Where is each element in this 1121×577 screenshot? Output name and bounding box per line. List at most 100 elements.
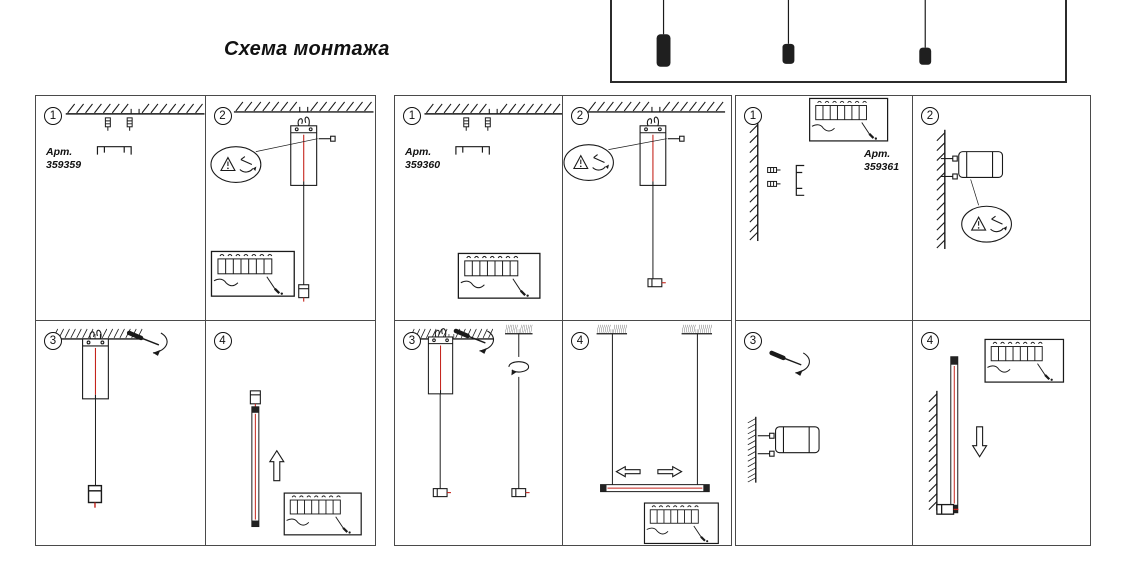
- tube-lamp: [950, 355, 959, 513]
- step-cell: 4: [563, 321, 731, 546]
- step-number-badge: 1: [44, 107, 62, 125]
- step-number-badge: 2: [213, 107, 232, 125]
- article-number-value: 359359: [46, 159, 82, 171]
- mounting-bracket: [96, 146, 132, 156]
- page-title: Схема монтажа: [224, 38, 390, 60]
- lamp-body: [775, 425, 820, 453]
- wall-hatch: [928, 389, 938, 511]
- cable-connector: [647, 278, 667, 288]
- rotate-arrow-icon: [508, 360, 530, 376]
- pendant-lamps-preview: [610, 0, 1067, 83]
- step-cell: 4: [913, 321, 1090, 546]
- step-cell: 2: [563, 96, 731, 321]
- anchor-dowel: [767, 180, 781, 187]
- step-number-badge: 1: [403, 107, 421, 125]
- screwdriver-icon: [129, 332, 167, 355]
- screw: [317, 135, 336, 142]
- step-cell: 1 Арт. 359359: [36, 96, 206, 321]
- article-label: Арт.: [46, 146, 73, 158]
- pendant-lamp: [782, 0, 795, 64]
- anchor-dowel: [767, 167, 781, 173]
- step-cell: 3: [736, 320, 913, 545]
- tube-lamp: [600, 483, 710, 492]
- arrow-up-icon: [268, 449, 284, 481]
- step-1-illustration: [749, 97, 889, 242]
- pendant-lamp: [656, 0, 671, 67]
- cable-connector: [249, 389, 261, 408]
- terminal-block-inset: [282, 491, 362, 536]
- step-number-badge: 3: [44, 331, 62, 350]
- mounting-bracket: [455, 146, 490, 156]
- article-label: Арт.: [405, 146, 432, 158]
- step-cell: 3: [36, 320, 206, 545]
- step-2-illustration: [563, 101, 726, 288]
- step-1-illustration: [423, 103, 562, 300]
- step-cell: 2: [205, 96, 375, 321]
- anchor-dowel: [484, 117, 491, 132]
- cable-connector: [297, 284, 309, 303]
- step-number-badge: 4: [213, 331, 232, 350]
- ceiling-hatch: [504, 323, 534, 334]
- step-3-illustration: [51, 327, 205, 508]
- step-number-badge: 4: [921, 331, 939, 350]
- canopy: [639, 116, 667, 186]
- terminal-block-inset: [457, 252, 542, 300]
- panel-359359: 1 Арт. 359359 2: [35, 95, 376, 546]
- terminal-block-inset: [209, 250, 295, 298]
- mounting-bracket: [795, 164, 805, 196]
- canopy: [289, 116, 317, 186]
- step-cell: 2: [913, 96, 1090, 321]
- terminal-block-inset: [643, 501, 720, 545]
- ceiling-hatch: [595, 323, 628, 334]
- step-number-badge: 1: [744, 107, 762, 125]
- screw: [667, 135, 685, 142]
- step-number-badge: 3: [403, 331, 421, 350]
- step-4-illustration: [928, 337, 1065, 515]
- article-number: Арт. 359360: [405, 146, 440, 172]
- anchor-dowel: [104, 117, 111, 132]
- leader-line: [255, 138, 318, 152]
- step-2-illustration: [209, 101, 374, 303]
- step-number-badge: 2: [921, 107, 939, 125]
- step-cell: 1 Арт. 359361: [736, 96, 913, 321]
- step-number-badge: 2: [571, 107, 589, 125]
- step-number-badge: 4: [571, 331, 589, 350]
- terminal-block-inset: [983, 337, 1065, 383]
- anchor-dowel: [463, 117, 470, 132]
- screw: [757, 432, 775, 439]
- step-cell: 4: [206, 321, 376, 546]
- step-4-illustration: [249, 389, 362, 536]
- ceiling-hatch: [586, 101, 726, 113]
- cable-connector: [432, 487, 452, 497]
- step-2-illustration: [936, 129, 1012, 250]
- step-cell: 1 Арт. 359360: [395, 96, 563, 321]
- cable-connector: [511, 487, 531, 497]
- lamp-socket: [87, 484, 103, 508]
- arrow-down-icon: [972, 425, 988, 457]
- article-label: Арт.: [864, 148, 891, 160]
- step-3-illustration: [408, 323, 534, 497]
- step-number-badge: 3: [744, 331, 762, 350]
- wall-hatch: [749, 121, 759, 242]
- canopy: [82, 329, 109, 399]
- article-number-value: 359361: [864, 161, 900, 173]
- step-1-illustration: [65, 103, 205, 156]
- tube-lamp: [250, 405, 259, 527]
- ceiling-hatch: [65, 103, 205, 115]
- article-number: Арт. 359361: [864, 148, 899, 174]
- step-4-illustration: [595, 323, 720, 545]
- panel-359360: 1 Арт. 359360 2: [394, 95, 732, 546]
- article-number: Арт. 359359: [46, 146, 81, 172]
- torque-warning-magnifier: [209, 146, 261, 183]
- step-3-illustration: [747, 321, 820, 483]
- leader-line: [970, 179, 979, 206]
- ceiling-hatch: [232, 101, 374, 113]
- pendant-lamps-illustration: [656, 0, 932, 67]
- torque-warning-magnifier: [961, 205, 1012, 243]
- wall-hatch: [747, 415, 757, 483]
- arrow-left-icon: [615, 465, 641, 477]
- panel-359361: 1 Арт. 359361 2: [735, 95, 1091, 546]
- wall-hatch: [936, 129, 946, 250]
- screw: [757, 450, 775, 457]
